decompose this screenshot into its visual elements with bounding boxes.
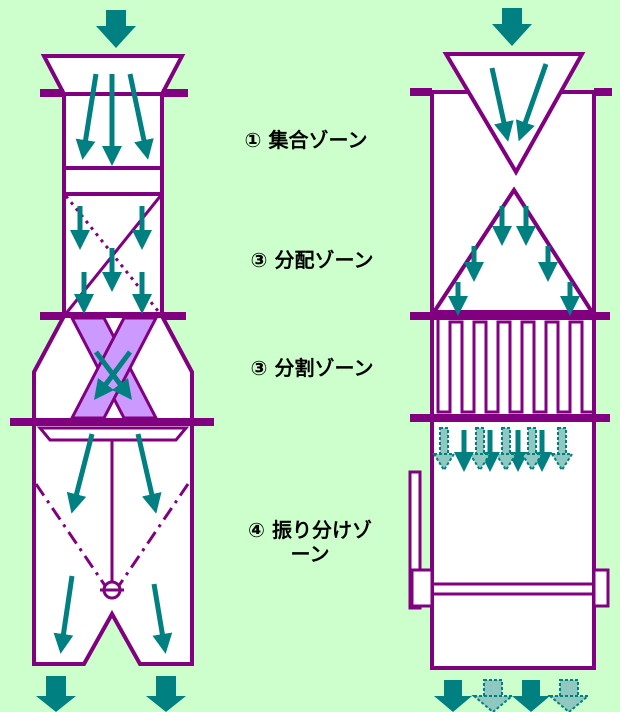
down-arrow-icon [146,676,186,712]
right-split-comb [434,316,592,414]
right-top-funnel [442,52,586,177]
valve-icon [100,580,124,600]
right-side-pipe [408,470,422,610]
zone-label-distribution: ③ 分配ゾーン [250,248,374,272]
down-arrow-icon [434,680,472,712]
down-arrow-icon [492,8,532,46]
down-arrow-icon [36,676,76,712]
down-arrow-icon [520,427,544,472]
down-arrow-icon [512,680,550,712]
down-arrow-icon [471,679,515,712]
right-roller-left [410,568,434,608]
zone-label-sorting: ④ 振り分けゾーン [248,518,372,566]
left-outlet-arrows [36,676,186,712]
left-distribution-box [62,166,164,318]
right-device [408,8,612,670]
right-outlet-arrows [434,679,591,712]
down-arrow-icon [96,10,136,48]
zone-label-collection: ① 集合ゾーン [244,128,368,152]
right-flow-arrows [448,63,580,472]
right-dashed-arrows [432,427,574,472]
down-arrow-icon [547,679,591,712]
zone-label-split: ③ 分割ゾーン [250,356,374,380]
down-arrow-icon [494,427,518,472]
left-flow-arrows [53,73,173,654]
down-arrow-icon [550,427,574,472]
left-tray [36,426,190,442]
down-arrow-icon [432,427,456,472]
right-roller-right [592,568,610,608]
down-arrow-icon [468,427,492,472]
